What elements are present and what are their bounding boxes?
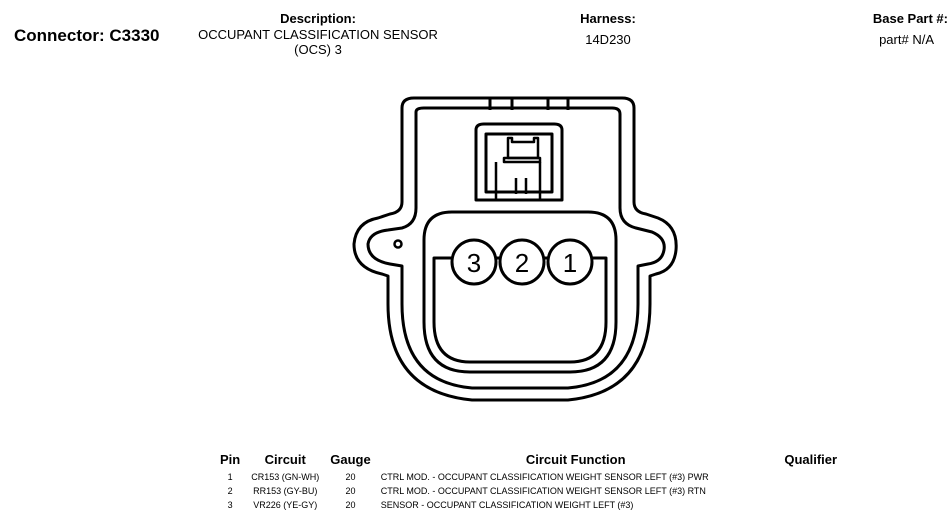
header-qualifier: Qualifier	[784, 452, 838, 467]
harness-block: Harness: 14D230	[558, 11, 658, 47]
pin-1-circle	[546, 238, 594, 286]
base-part-block: Base Part #: part# N/A	[840, 11, 948, 47]
pin-label: 3	[467, 248, 481, 278]
mating-cavity-outer	[422, 210, 618, 374]
cell-qualifier	[777, 498, 845, 512]
latch-button	[506, 136, 540, 160]
header-function: Circuit Function	[525, 452, 626, 467]
header-circuit: Circuit	[264, 452, 306, 467]
header-gauge: Gauge	[330, 452, 371, 467]
description-label: Description:	[280, 11, 356, 26]
pin-label: 2	[515, 248, 529, 278]
pin-label: 1	[563, 248, 577, 278]
cell-pin: 2	[227, 486, 233, 496]
mating-cavity-inner	[432, 256, 608, 364]
cell-function: CTRL MOD. - OCCUPANT CLASSIFICATION WEIG…	[380, 486, 706, 496]
pinout-table: Pin Circuit Gauge Circuit Function Quali…	[216, 452, 845, 512]
table-row: 2 RR153 (GY-BU) 20 CTRL MOD. - OCCUPANT …	[216, 484, 845, 498]
pin-2-circle	[498, 238, 546, 286]
cell-gauge: 20	[345, 500, 356, 510]
description-value: OCCUPANT CLASSIFICATION SENSOR (OCS) 3	[198, 27, 438, 57]
header-pin: Pin	[220, 452, 241, 467]
cell-qualifier	[777, 484, 845, 498]
latch-frame	[474, 122, 564, 202]
cell-circuit: VR226 (YE-GY)	[253, 500, 318, 510]
cell-gauge: 20	[345, 486, 356, 496]
cell-qualifier	[777, 470, 845, 484]
connector-housing-inner	[366, 106, 666, 390]
cell-circuit: CR153 (GN-WH)	[251, 472, 320, 482]
cell-function: CTRL MOD. - OCCUPANT CLASSIFICATION WEIG…	[380, 472, 709, 482]
cell-pin: 1	[227, 472, 233, 482]
cell-circuit: RR153 (GY-BU)	[253, 486, 318, 496]
harness-value: 14D230	[585, 32, 631, 47]
cell-gauge: 20	[345, 472, 356, 482]
pin-3-circle	[450, 238, 498, 286]
description-block: Description: OCCUPANT CLASSIFICATION SEN…	[186, 11, 450, 57]
cell-function: SENSOR - OCCUPANT CLASSIFICATION WEIGHT …	[380, 500, 634, 510]
connector-diagram: 3 2 1	[352, 96, 678, 402]
connector-housing-outer	[352, 96, 678, 402]
table-header-row: Pin Circuit Gauge Circuit Function Quali…	[216, 452, 845, 470]
base-part-label: Base Part #:	[872, 11, 948, 26]
cell-pin: 3	[227, 500, 233, 510]
table-row: 3 VR226 (YE-GY) 20 SENSOR - OCCUPANT CLA…	[216, 498, 845, 512]
harness-label: Harness:	[580, 11, 636, 26]
connector-title: Connector: C3330	[14, 26, 160, 45]
table-row: 1 CR153 (GN-WH) 20 CTRL MOD. - OCCUPANT …	[216, 470, 845, 484]
base-part-value: part# N/A	[879, 32, 934, 47]
